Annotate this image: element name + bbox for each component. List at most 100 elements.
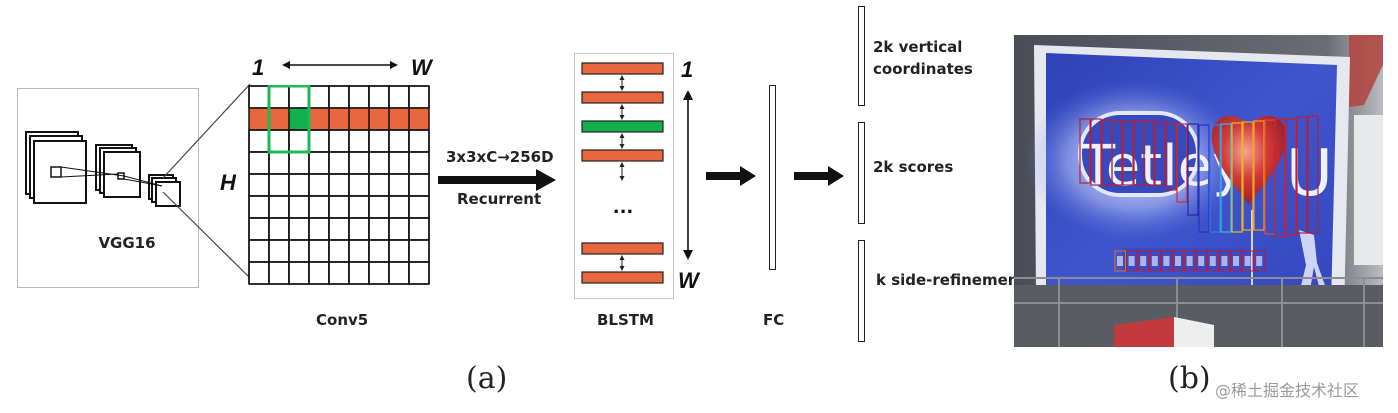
text-proposal-box-small	[1114, 250, 1126, 272]
conv5-cell	[328, 85, 350, 109]
conv5-cell	[408, 151, 430, 175]
conv5-cell	[389, 108, 409, 130]
conv5-cell	[268, 151, 290, 175]
photo-right-bright	[1354, 115, 1383, 265]
blstm-link-arrow-icon	[619, 162, 625, 167]
conv5-cell	[288, 261, 310, 285]
blstm-link-arrow-icon	[619, 115, 625, 120]
conv5-grid	[248, 85, 430, 285]
conv5-cell	[268, 261, 290, 285]
text-proposal-box	[1198, 124, 1210, 233]
conv5-cell	[348, 217, 370, 241]
conv5-cell	[408, 239, 430, 263]
conv5-cell	[328, 217, 350, 241]
blstm-index-start: 1	[681, 57, 694, 82]
conv5-cell	[348, 261, 370, 285]
sub-text-glyph	[1128, 256, 1135, 266]
conv5-cell	[268, 217, 290, 241]
text-proposal-box-small	[1149, 250, 1161, 272]
blstm-index-end: W	[678, 268, 699, 293]
conv5-cell	[368, 173, 390, 197]
conv5-cell	[369, 108, 389, 130]
conv5-axis-start: 1	[252, 55, 265, 80]
conv5-cell	[348, 173, 370, 197]
text-proposal-box-small	[1218, 250, 1231, 272]
blstm-link-arrow-icon	[619, 255, 625, 260]
conv5-cell	[408, 173, 430, 197]
blstm-units: ...	[581, 62, 664, 284]
conv5-cell	[308, 129, 330, 153]
output-label-side-refinement: k side-refinement	[876, 271, 1026, 289]
conv5-cell	[308, 217, 330, 241]
conv5-cell	[308, 85, 330, 109]
conv5-cell	[288, 217, 310, 241]
text-proposal-box	[1090, 118, 1102, 186]
text-proposal-box	[1231, 122, 1243, 233]
blstm-unit	[581, 149, 664, 162]
conv5-cell	[248, 85, 270, 109]
text-proposal-box	[1296, 116, 1308, 234]
text-proposal-box	[1079, 118, 1091, 184]
conv5-cell	[368, 129, 390, 153]
fc-to-outputs-arrow-icon	[794, 166, 844, 186]
output-bar-side-refinement	[858, 240, 865, 342]
blstm-ellipsis: ...	[613, 197, 634, 218]
conv5-cell	[288, 173, 310, 197]
text-proposal-box-small	[1160, 250, 1173, 272]
conv5-width-arrow-icon	[282, 61, 398, 69]
blstm-to-fc-arrow-icon	[706, 166, 756, 186]
conv5-cell	[248, 151, 270, 175]
text-proposal-box	[1143, 120, 1155, 186]
text-proposal-box	[1165, 122, 1177, 191]
conv5-cell	[349, 108, 369, 130]
text-proposal-box	[1187, 123, 1199, 216]
conv5-cell	[368, 85, 390, 109]
text-proposal-box	[1122, 120, 1134, 186]
conv5-cell	[248, 173, 270, 197]
text-proposal-box-small	[1242, 250, 1254, 272]
conv5-cell	[348, 239, 370, 263]
conv5-cell	[288, 195, 310, 219]
conv5-cell	[348, 195, 370, 219]
receptive-field-large	[50, 166, 62, 178]
conv5-cell	[248, 239, 270, 263]
feature-map-stack-medium	[95, 144, 141, 198]
conv5-cell	[308, 195, 330, 219]
caption-b: (b)	[1168, 361, 1211, 396]
red-beam	[1349, 35, 1383, 107]
photo-text-u: U	[1286, 137, 1333, 211]
caption-a: (a)	[466, 361, 508, 396]
text-proposal-box-small	[1253, 250, 1266, 272]
text-proposal-box	[1307, 115, 1319, 234]
conv5-cell	[308, 173, 330, 197]
fc-layer-bar	[769, 85, 776, 270]
text-proposal-box-small	[1195, 250, 1208, 272]
blstm-unit	[581, 242, 664, 255]
conv5-cell	[289, 108, 309, 130]
conv5-cell	[368, 195, 390, 219]
projection-lines	[60, 166, 163, 187]
conv5-cell	[328, 173, 350, 197]
conv5-cell	[348, 129, 370, 153]
billboard-photo: Tetley U	[1014, 35, 1383, 347]
conv5-cell	[388, 129, 410, 153]
text-proposal-box-small	[1172, 250, 1184, 272]
text-proposal-box	[1220, 123, 1232, 233]
conv5-cell	[348, 85, 370, 109]
text-proposal-box-small	[1137, 250, 1150, 272]
sub-text-glyph	[1163, 256, 1170, 266]
conv5-cell	[328, 129, 350, 153]
text-proposal-boxes	[1079, 115, 1319, 238]
conv5-cell	[248, 195, 270, 219]
text-proposal-box-small	[1184, 250, 1196, 272]
conv5-cell	[388, 239, 410, 263]
sub-text-glyph	[1221, 256, 1228, 266]
sub-text-glyph	[1198, 256, 1205, 266]
vgg16-feature-maps: VGG16	[25, 131, 181, 252]
conv5-cell	[328, 195, 350, 219]
text-proposal-box-small	[1207, 250, 1219, 272]
blstm-link-arrow-icon	[619, 144, 625, 149]
conv5-cell	[408, 217, 430, 241]
conv5-cell	[388, 217, 410, 241]
figure-silhouette	[1299, 230, 1326, 290]
